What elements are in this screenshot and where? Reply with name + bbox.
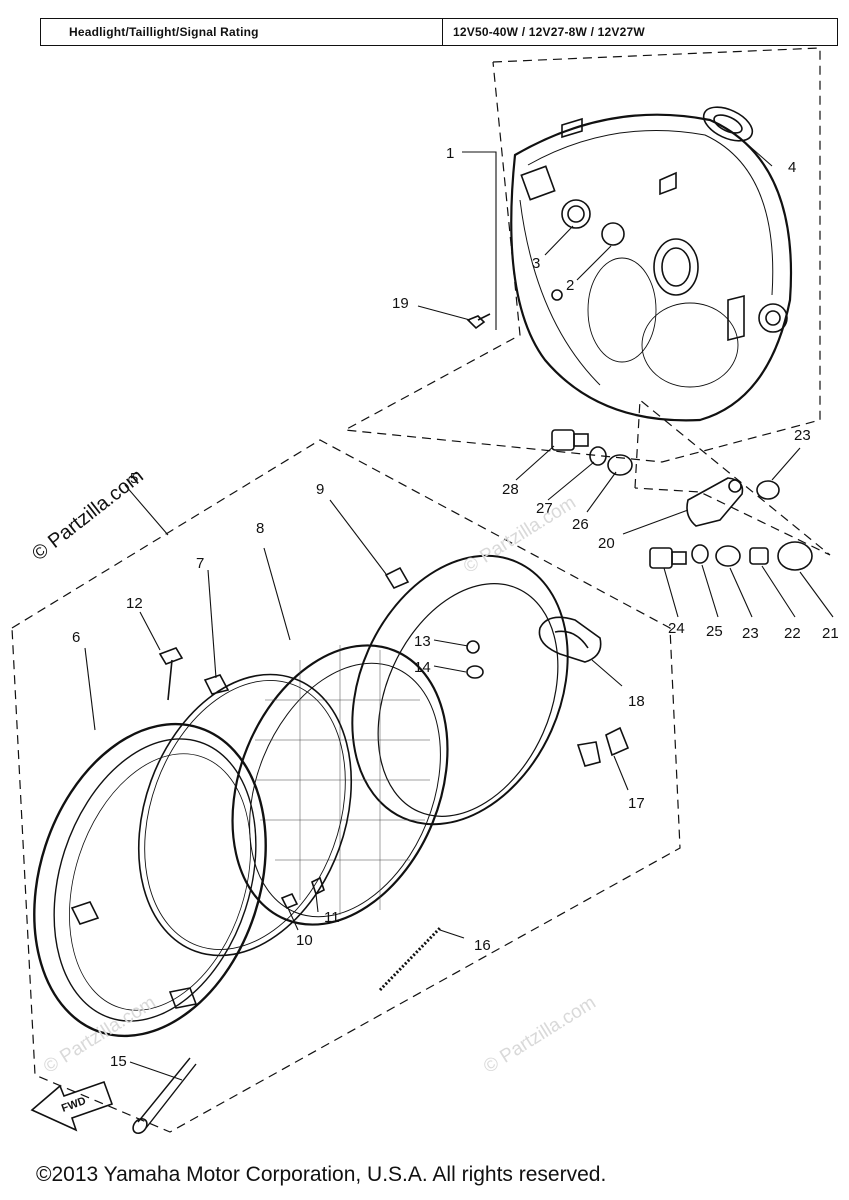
adjuster-part-17: [605, 726, 630, 757]
part-number-11: 11: [324, 909, 340, 926]
washer-part-25: [691, 544, 709, 564]
part-number-2: 2: [566, 277, 574, 294]
washer-part-23-upper: [756, 480, 780, 500]
part-number-18: 18: [628, 693, 645, 710]
part-number-13: 13: [414, 633, 431, 650]
part-number-10: 10: [296, 932, 313, 949]
part-number-5: 5: [130, 470, 138, 487]
part-number-27: 27: [536, 500, 553, 517]
part-number-19: 19: [392, 295, 409, 312]
part-number-14: 14: [414, 659, 431, 676]
headlight-exploded-diagram: FWD 1 2 3 4 5 6 7 8 9 10 11 12 13 14 15 …: [11, 47, 839, 1135]
part-number-23-lower: 23: [742, 625, 759, 642]
nut-part-2: [551, 289, 563, 301]
housing-assembly-box: [343, 47, 821, 463]
part-number-7: 7: [196, 555, 204, 572]
washer-part-26: [607, 454, 633, 476]
part-number-25: 25: [706, 623, 723, 640]
bolt-part-24: [649, 547, 687, 569]
part-number-4: 4: [788, 159, 796, 176]
spring-part-11: [311, 876, 325, 896]
part-number-20: 20: [598, 535, 615, 552]
sealed-beam-part-8: [231, 644, 449, 926]
fwd-arrow-icon: [30, 1080, 114, 1132]
nut-part-13: [466, 640, 480, 654]
screw-part-12: [158, 647, 184, 701]
spring-part-16: [378, 926, 442, 992]
part-number-16: 16: [474, 937, 491, 954]
headlight-rim-part-6: [33, 722, 267, 1038]
bracket-part-18: [538, 616, 602, 663]
part-number-28: 28: [502, 481, 519, 498]
part-number-8: 8: [256, 520, 264, 537]
part-number-3: 3: [532, 255, 540, 272]
part-number-21: 21: [822, 625, 839, 642]
screw-part-19: [466, 313, 491, 330]
collar-part-22: [749, 547, 769, 565]
part-number-15: 15: [110, 1053, 127, 1070]
damper-part-21: [777, 541, 813, 571]
spacer-part-14: [466, 665, 484, 679]
grommet-part-4: [702, 106, 754, 142]
part-number-23-upper: 23: [794, 427, 811, 444]
rating-table: Headlight/Taillight/Signal Rating 12V50-…: [40, 18, 838, 46]
part-number-17: 17: [628, 795, 645, 812]
rating-label: Headlight/Taillight/Signal Rating: [41, 19, 443, 45]
bolt-part-15: [132, 1057, 197, 1135]
part-number-12: 12: [126, 595, 143, 612]
part-number-26: 26: [572, 516, 589, 533]
headlight-assembly-box: [11, 439, 681, 1133]
rating-value: 12V50-40W / 12V27-8W / 12V27W: [453, 25, 645, 39]
part-number-24: 24: [668, 620, 685, 637]
bracket-part-20: [686, 477, 744, 527]
part-number-6: 6: [72, 629, 80, 646]
screw-part-10: [280, 892, 299, 910]
fwd-label: FWD: [60, 1095, 88, 1115]
bracket-parts-box: [634, 398, 831, 556]
bolt-part-28: [551, 429, 589, 451]
copyright-notice: ©2013 Yamaha Motor Corporation, U.S.A. A…: [36, 1163, 607, 1186]
part-number-1: 1: [446, 145, 454, 162]
washer-part-23-lower: [715, 545, 741, 567]
part-number-22: 22: [784, 625, 801, 642]
retaining-ring-part-7: [137, 673, 353, 957]
part-number-9: 9: [316, 481, 324, 498]
washer-part-27: [589, 446, 607, 466]
headlight-housing: [510, 113, 792, 422]
mount-ring-part-9: [351, 554, 601, 826]
